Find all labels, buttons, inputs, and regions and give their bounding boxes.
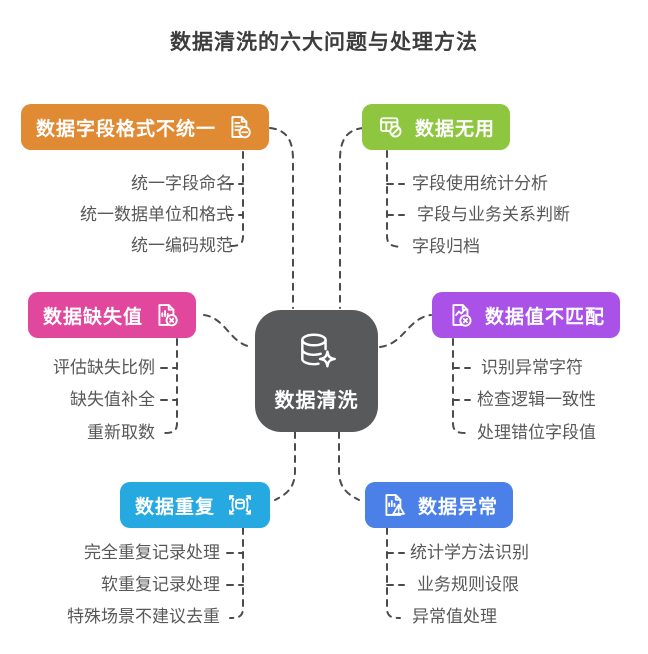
- document-minus-icon: [226, 113, 254, 141]
- database-sparkle-icon: [291, 329, 343, 378]
- node-duplicate-data: 数据重复: [120, 482, 271, 528]
- node-label: 数据字段格式不统一: [36, 118, 217, 140]
- connector-center-to-format: [269, 127, 294, 309]
- database-arrows-icon: [225, 491, 255, 519]
- center-node-label: 数据清洗: [274, 390, 359, 412]
- item-outlier-handling: 异常值处理: [412, 607, 497, 626]
- node-missing-values: 数据缺失值: [28, 292, 197, 338]
- item-no-dedup-special-cases: 特殊场景不建议去重: [67, 607, 220, 626]
- item-unify-encoding: 统一编码规范: [131, 236, 233, 255]
- node-data-cleaning: 数据清洗: [255, 310, 378, 432]
- item-statistical-identification: 统计学方法识别: [410, 543, 529, 562]
- item-exact-duplicate-handling: 完全重复记录处理: [84, 543, 220, 562]
- item-field-archive: 字段归档: [412, 237, 480, 256]
- node-abnormal-data: 数据异常: [365, 482, 514, 528]
- item-refetch-data: 重新取数: [87, 423, 155, 442]
- connector-center-to-abnormal: [338, 431, 360, 501]
- item-evaluate-missing-ratio: 评估缺失比例: [53, 358, 155, 377]
- file-trend-x-icon: [447, 301, 475, 329]
- connector-center-to-mismatch: [379, 314, 432, 348]
- node-label: 数据无用: [415, 118, 496, 140]
- node-label: 数据异常: [418, 496, 499, 518]
- item-unify-units-format: 统一数据单位和格式: [80, 205, 233, 224]
- item-fix-misplaced-fields: 处理错位字段值: [477, 423, 596, 442]
- file-chart-warning-icon: [380, 491, 408, 519]
- connector-center-to-duplicate: [274, 431, 296, 501]
- file-chart-x-icon: [153, 301, 181, 329]
- item-fill-missing-values: 缺失值补全: [70, 390, 155, 409]
- item-unify-field-naming: 统一字段命名: [131, 174, 233, 193]
- connector-center-to-useless: [339, 127, 364, 309]
- node-label: 数据重复: [135, 496, 216, 518]
- node-label: 数据值不匹配: [485, 306, 606, 328]
- node-useless-data: 数据无用: [362, 104, 511, 150]
- page-title: 数据清洗的六大问题与处理方法: [170, 31, 478, 54]
- node-format-inconsistent: 数据字段格式不统一: [21, 104, 270, 150]
- table-slash-icon: [377, 113, 405, 141]
- node-label: 数据缺失值: [43, 306, 144, 328]
- item-soft-duplicate-handling: 软重复记录处理: [101, 575, 220, 594]
- item-identify-abnormal-chars: 识别异常字符: [481, 358, 583, 377]
- item-check-logical-consistency: 检查逻辑一致性: [477, 390, 596, 409]
- node-value-mismatch: 数据值不匹配: [432, 292, 621, 338]
- item-field-business-relation: 字段与业务关系判断: [417, 205, 570, 224]
- item-field-usage-analysis: 字段使用统计分析: [412, 174, 548, 193]
- connector-center-to-missing: [203, 314, 253, 348]
- item-business-rule-limits: 业务规则设限: [417, 575, 519, 594]
